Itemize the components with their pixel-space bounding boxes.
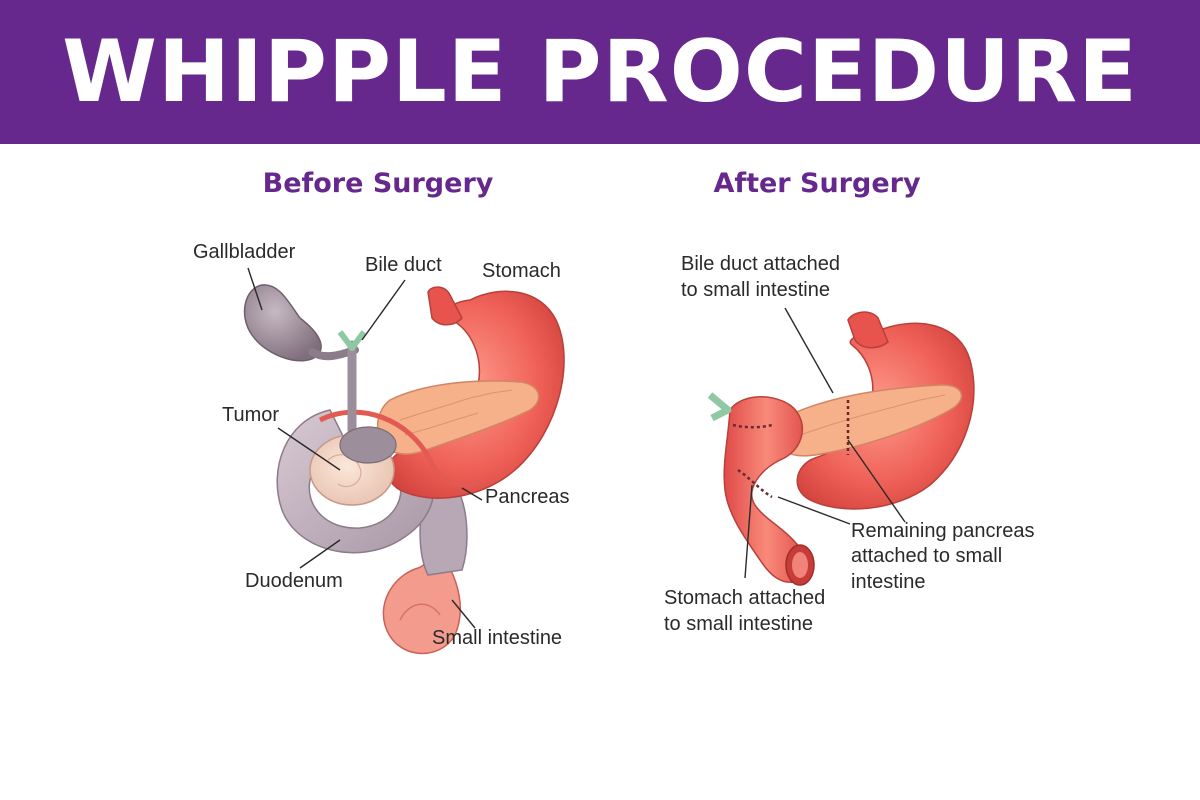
label-remaining-pancreas-1: Remaining pancreas (851, 520, 1034, 542)
bile-duct-after-shape (707, 392, 732, 422)
label-pancreas: Pancreas (485, 486, 570, 508)
label-small-intestine: Small intestine (432, 627, 562, 649)
before-surgery-title: Before Surgery (262, 168, 494, 199)
label-tumor: Tumor (222, 404, 279, 426)
bile-duct-branch (337, 330, 367, 351)
after-illustration (707, 307, 975, 586)
label-bile-duct-attached-2: to small intestine (681, 279, 830, 301)
label-gallbladder: Gallbladder (193, 241, 296, 263)
label-bile-duct-attached-1: Bile duct attached (681, 253, 840, 275)
header-banner (0, 0, 1200, 144)
label-remaining-pancreas-2: attached to small (851, 545, 1002, 567)
esophagus-shape-after (847, 311, 889, 349)
label-bile-duct: Bile duct (365, 254, 442, 276)
before-illustration (243, 267, 565, 655)
page-title: WHIPPLE PROCEDURE (62, 22, 1138, 122)
label-remaining-pancreas-3: intestine (851, 571, 926, 593)
label-stomach: Stomach (482, 260, 561, 282)
label-stomach-attached-1: Stomach attached (664, 587, 825, 609)
label-duodenum: Duodenum (245, 570, 343, 592)
after-surgery-title: After Surgery (713, 168, 921, 199)
label-stomach-attached-2: to small intestine (664, 613, 813, 635)
esophagus-shape-before (427, 286, 463, 326)
